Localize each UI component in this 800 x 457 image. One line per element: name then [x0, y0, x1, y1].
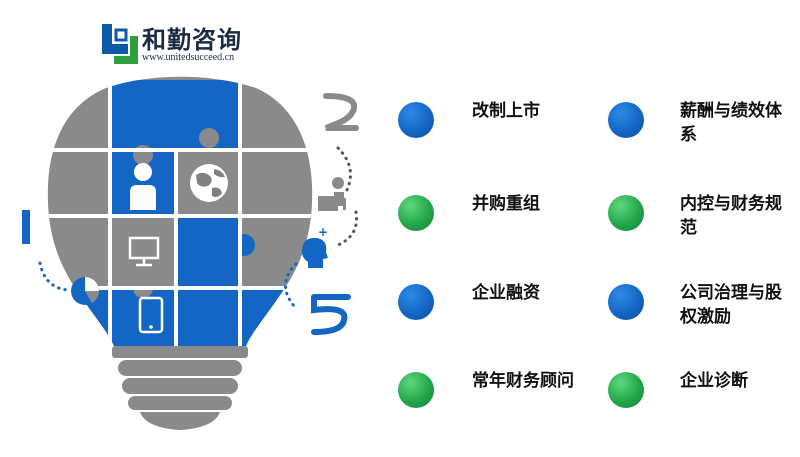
green-bullet-icon — [608, 372, 644, 408]
green-bullet-icon — [608, 195, 644, 231]
logo-title: 和勤咨询 — [142, 25, 242, 54]
blue-bullet-icon — [608, 284, 644, 320]
svg-text:+: + — [318, 225, 328, 239]
company-logo: 和勤咨询 www.unitedsucceed.cn — [100, 22, 260, 72]
lightbulb-puzzle-illustration: + — [22, 76, 359, 430]
blue-bullet-icon — [608, 102, 644, 138]
globe-icon — [190, 164, 228, 202]
monitor-icon — [128, 236, 160, 267]
lightbulb-icon — [80, 173, 100, 198]
service-label: 企业诊断 — [680, 371, 748, 391]
service-label: 并购重组 — [472, 194, 540, 214]
person-icon — [130, 163, 156, 210]
service-label: 改制上市 — [472, 101, 540, 121]
service-label: 企业融资 — [472, 283, 540, 303]
service-label: 常年财务顾问 — [472, 371, 574, 391]
tablet-icon — [138, 296, 164, 334]
head-idea-icon: + — [302, 225, 328, 268]
logo-url: www.unitedsucceed.cn — [142, 52, 235, 63]
green-bullet-icon — [398, 372, 434, 408]
green-bullet-icon — [398, 195, 434, 231]
service-label: 公司治理与股权激励 — [680, 283, 782, 327]
desk-worker-icon — [318, 177, 346, 211]
blue-bullet-icon — [398, 102, 434, 138]
blue-bullet-icon — [398, 284, 434, 320]
service-label: 薪酬与绩效体系 — [680, 101, 782, 145]
logo-mark-icon — [102, 24, 138, 64]
service-label: 内控与财务规范 — [680, 194, 782, 238]
pie-chart-icon — [71, 277, 99, 305]
left-accent-bar — [22, 210, 30, 244]
